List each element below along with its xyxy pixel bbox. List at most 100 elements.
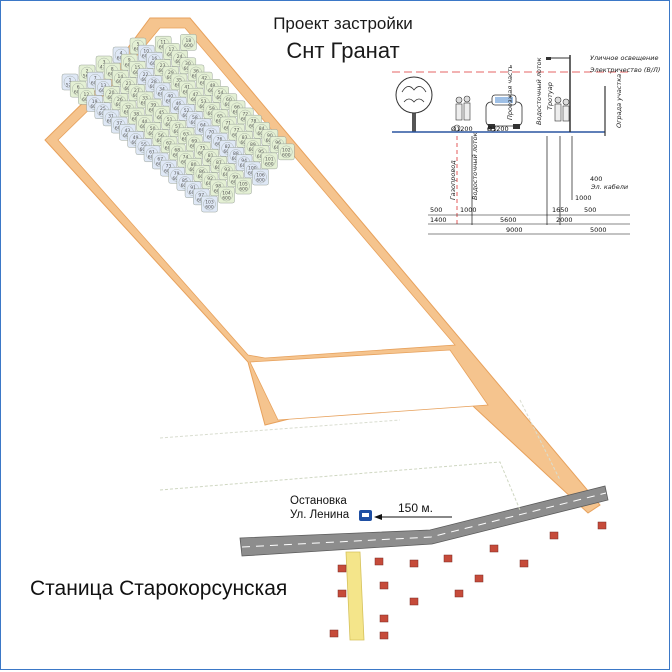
distance-arrow-head — [374, 514, 382, 520]
plot-number: 27 — [134, 88, 140, 94]
plot-row-lower — [249, 349, 489, 421]
plot-area-value: 600 — [256, 178, 265, 184]
plot-number: 66 — [234, 104, 240, 110]
plot-number: 12 — [84, 92, 90, 98]
plot-number: 103 — [205, 200, 214, 206]
plot-number: 95 — [258, 149, 264, 155]
plot-number: 3 — [103, 60, 106, 66]
plot-area-value: 600 — [184, 43, 193, 49]
plot-number: 38 — [133, 112, 139, 118]
plot-number: 60 — [226, 97, 232, 103]
plot-number: 20 — [109, 90, 115, 96]
plot-number: 82 — [225, 144, 231, 150]
plot-number: 102 — [282, 147, 291, 153]
plot-number: 71 — [225, 120, 231, 126]
plot-number: 34 — [159, 86, 165, 92]
main-road — [239, 485, 609, 557]
house-icon — [409, 597, 419, 606]
plot-number: 99 — [232, 174, 238, 180]
plot-marker — [280, 145, 293, 159]
plot-number: 62 — [166, 140, 172, 146]
plot-number: 48 — [210, 83, 216, 89]
plot-number: 30 — [185, 61, 191, 67]
plot-number: 74 — [183, 155, 189, 161]
plot-number: 91 — [190, 185, 196, 191]
plot-number: 26 — [117, 97, 123, 103]
plot-number: 68 — [174, 147, 180, 153]
plot-number: 81 — [208, 153, 214, 159]
plot-number: 94 — [241, 158, 247, 164]
plot-number: 45 — [159, 110, 165, 116]
plot-number: 8 — [111, 67, 114, 73]
plot-number: 54 — [218, 90, 224, 96]
plot-number: 6 — [77, 85, 80, 91]
plot-number: 65 — [217, 113, 223, 119]
village-label: Станица Старокорсунская — [30, 577, 288, 600]
plot-cell — [218, 186, 235, 204]
house-icon — [329, 629, 339, 638]
car-icon — [485, 94, 523, 129]
section-label-drain-1: Водосточный лоток — [535, 57, 543, 125]
section-label-drain-2: Водосточный лоток — [471, 132, 479, 200]
plot-number: 89 — [250, 142, 256, 148]
plot-number: 63 — [183, 131, 189, 137]
pedestrian-icon — [455, 95, 471, 121]
plot-number: 23 — [160, 63, 166, 69]
plot-number: 24 — [177, 54, 183, 60]
street-lamp-icon — [546, 55, 571, 132]
plot-area-value: 600 — [205, 205, 214, 211]
plot-number: 55 — [141, 142, 147, 148]
plot-marker — [254, 170, 267, 184]
plot-marker — [263, 154, 276, 168]
plot-number: 97 — [198, 192, 204, 198]
plot-number: 2 — [86, 69, 89, 75]
plot-area-value: 600 — [222, 196, 231, 202]
dimension-label: 1000 — [575, 194, 592, 202]
plot-number: 100 — [248, 165, 257, 171]
section-label-lighting: Уличное освещение — [590, 54, 658, 62]
plot-number: 88 — [233, 151, 239, 157]
plot-number: 46 — [176, 101, 182, 107]
section-label-gas: Газопровод — [449, 160, 457, 200]
plot-number: 87 — [216, 160, 222, 166]
dimension-label: 1000 — [460, 206, 477, 214]
plot-number: 86 — [199, 169, 205, 175]
road-cross-section — [392, 55, 632, 235]
plot-area-value: 600 — [239, 187, 248, 193]
plot-number: 67 — [157, 156, 163, 162]
plot-number: 28 — [151, 79, 157, 85]
project-title: Проект застройки — [273, 14, 413, 33]
plot-number: 51 — [167, 117, 173, 123]
plot-number: 56 — [158, 133, 164, 139]
plot-number: 52 — [184, 108, 190, 114]
plot-cell — [278, 143, 295, 161]
plot-number: 85 — [182, 178, 188, 184]
plot-number: 90 — [267, 133, 273, 139]
distance-label: 150 м. — [398, 501, 433, 515]
plot-number: 43 — [125, 128, 131, 134]
plot-number: 77 — [234, 128, 240, 134]
plot-number: 58 — [192, 115, 198, 121]
plot-number: 47 — [193, 92, 199, 98]
plot-number: 104 — [222, 191, 231, 197]
house-icon — [549, 531, 559, 540]
plot-number: 21 — [126, 81, 132, 87]
dimension-label: 2000 — [556, 216, 573, 224]
dimension-label: 400 — [590, 175, 602, 183]
plot-marker — [237, 179, 250, 193]
house-icon — [597, 521, 607, 530]
plot-number: 96 — [275, 140, 281, 146]
plot-number: 49 — [133, 135, 139, 141]
plot-number: 50 — [150, 126, 156, 132]
plot-number: 22 — [143, 72, 149, 78]
plot-cell — [252, 168, 269, 186]
house-icon — [519, 559, 529, 568]
plot-number: 39 — [150, 103, 156, 109]
plot-number: 57 — [175, 124, 181, 130]
plot-number: 9 — [128, 58, 131, 64]
